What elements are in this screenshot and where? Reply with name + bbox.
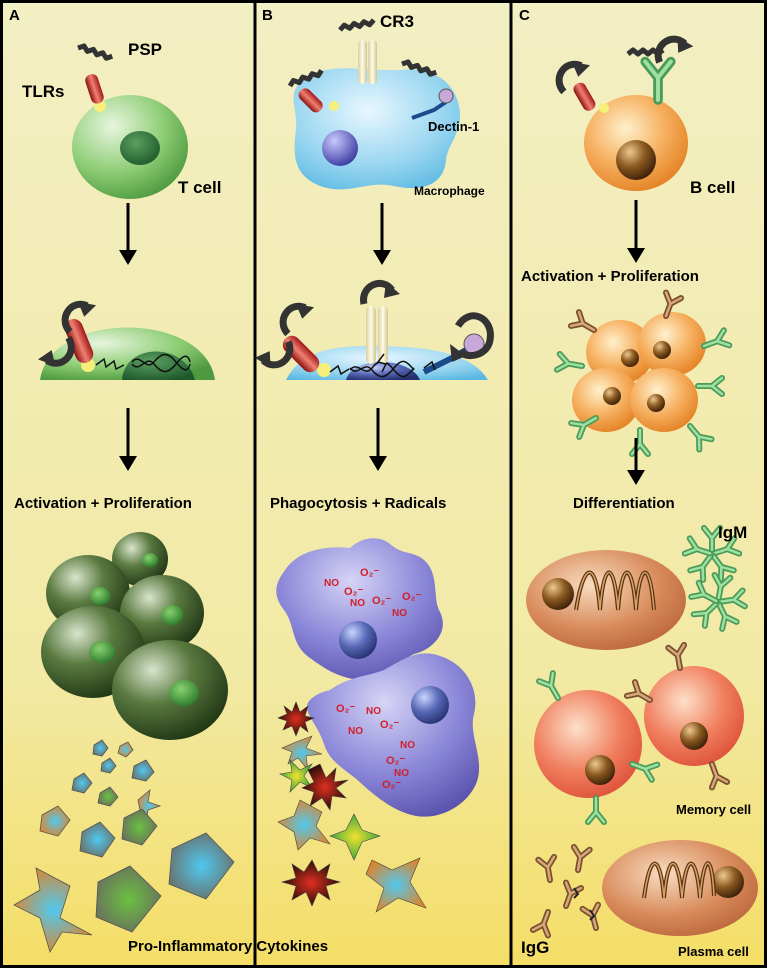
macrophage-radical-1: [276, 538, 443, 680]
label-c-step2: Differentiation: [573, 495, 675, 512]
label-b-cell: B cell: [690, 178, 736, 197]
b-cell-cluster: [557, 293, 729, 454]
macrophage-activated: [253, 282, 494, 380]
arrow-c2: [627, 438, 645, 485]
memory-cells: [534, 645, 744, 822]
label-plasma-cell: Plasma cell: [678, 944, 749, 959]
macrophage-radical-2: [307, 653, 480, 817]
arrow-a2: [119, 408, 137, 471]
panel-c-letter: C: [519, 7, 530, 24]
dectin-receptor: [411, 88, 454, 120]
label-igm: IgM: [718, 523, 748, 542]
igg-antibodies: [533, 847, 604, 935]
radical-no: NO: [394, 768, 409, 779]
radical-o2: O₂⁻: [344, 586, 364, 598]
label-a-step1: Activation + Proliferation: [14, 495, 192, 512]
tlr-receptor-b: [298, 88, 339, 113]
label-igg: IgG: [521, 938, 550, 957]
radical-o2: O₂⁻: [336, 703, 356, 715]
panel-a: [13, 44, 235, 953]
plasma-cell-igg: [602, 840, 758, 936]
label-cr3: CR3: [380, 12, 415, 31]
radical-o2: O₂⁻: [386, 755, 406, 767]
radical-o2: O₂⁻: [382, 779, 402, 791]
b-cell: [584, 95, 688, 191]
igm-pentamers: [685, 528, 745, 629]
radical-o2: O₂⁻: [372, 595, 392, 607]
cr3-receptor: [358, 40, 377, 84]
arrow-b1: [373, 203, 391, 265]
label-dectin-1: Dectin-1: [428, 119, 480, 134]
cytokines-a: [13, 739, 235, 953]
panel-a-letter: A: [9, 7, 20, 24]
radical-o2: O₂⁻: [402, 591, 422, 603]
label-b-step1: Phagocytosis + Radicals: [270, 495, 447, 512]
radical-no: NO: [350, 598, 365, 609]
arrow-c1: [627, 200, 645, 263]
panel-b-letter: B: [262, 7, 273, 24]
panel-b: [253, 20, 494, 913]
cytokines-b: [277, 701, 427, 913]
macrophage: [293, 68, 461, 190]
arrow-b2: [369, 408, 387, 471]
radical-o2: O₂⁻: [380, 719, 400, 731]
label-tlrs: TLRs: [22, 82, 65, 101]
radical-no: NO: [324, 578, 339, 589]
label-macrophage: Macrophage: [414, 184, 485, 198]
radical-o2: O₂⁻: [360, 567, 380, 579]
panel-c: [526, 34, 758, 936]
radical-no: NO: [400, 740, 415, 751]
t-cell-activated: [35, 295, 215, 380]
radical-no: NO: [366, 706, 381, 717]
label-memory-cell: Memory cell: [676, 802, 752, 817]
label-c-step1: Activation + Proliferation: [521, 268, 699, 285]
label-t-cell: T cell: [178, 178, 222, 197]
t-cell: [72, 95, 188, 199]
footer-caption: Pro-Inflammatory Cytokines: [128, 938, 329, 955]
arrow-a1: [119, 203, 137, 265]
radical-no: NO: [392, 608, 407, 619]
radical-no: NO: [348, 726, 363, 737]
t-cell-cluster: [41, 532, 228, 740]
b-cell-receptors: [552, 34, 695, 113]
label-psp: PSP: [128, 40, 163, 59]
plasma-cell-igm: [526, 550, 686, 650]
tlr-receptor: [85, 74, 106, 112]
